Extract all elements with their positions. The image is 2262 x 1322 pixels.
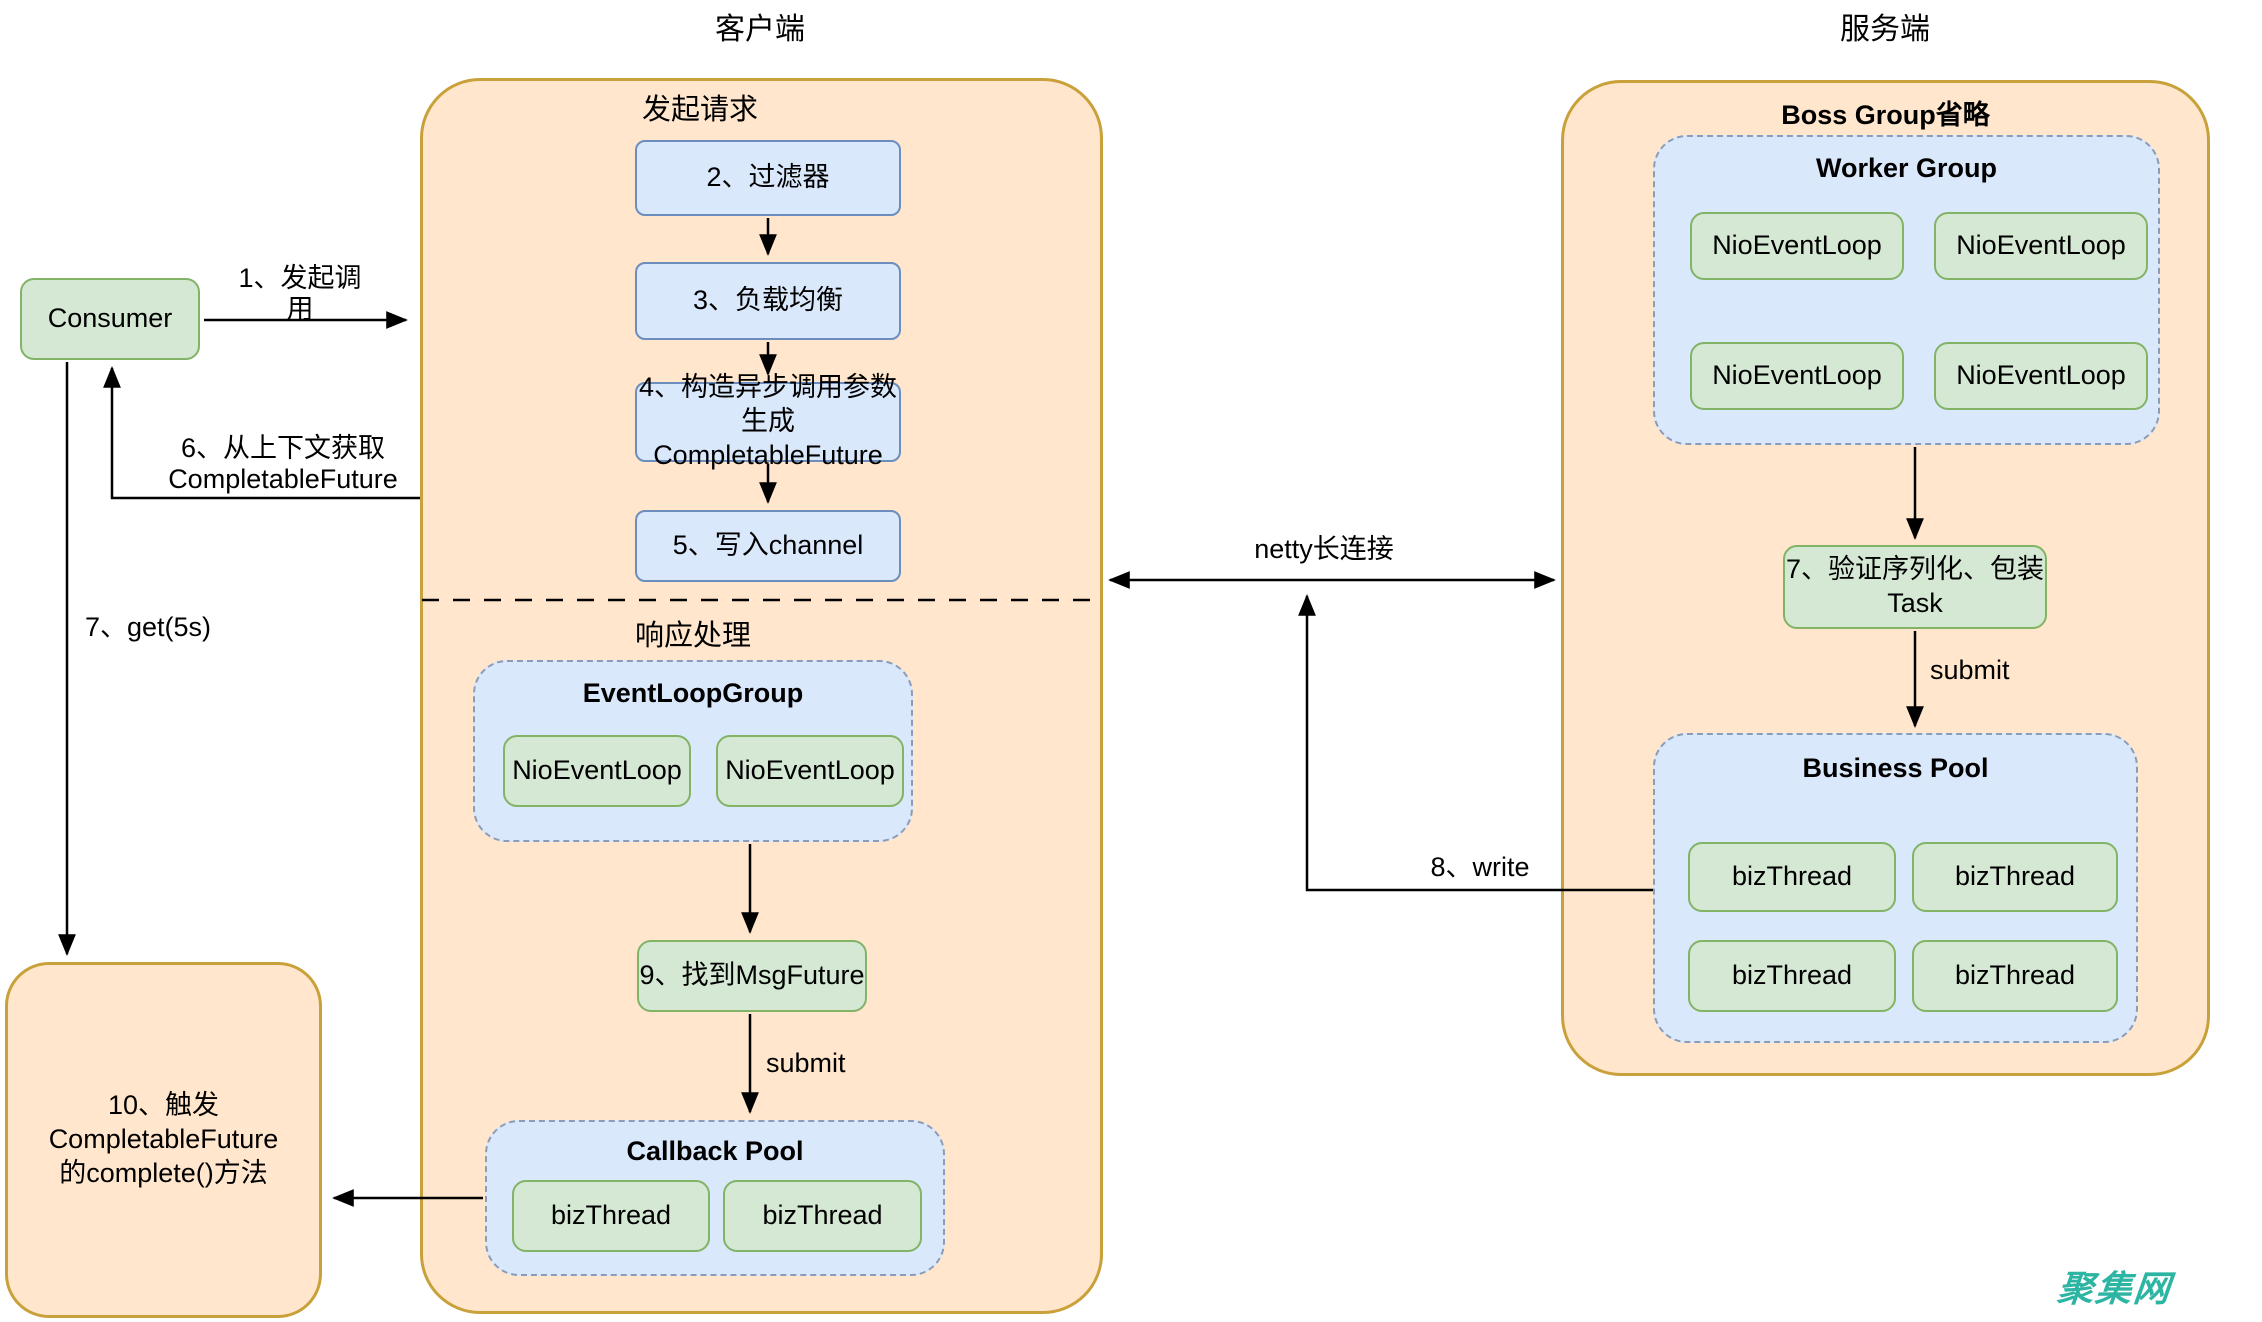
nio-event-loop-node: NioEventLoop	[503, 735, 691, 807]
nio-event-loop-node: NioEventLoop	[1934, 342, 2148, 410]
client-submit-label: submit	[766, 1048, 846, 1078]
node-step3-load-balance: 3、负载均衡	[635, 262, 901, 340]
biz-thread-node: bizThread	[512, 1180, 710, 1252]
server-title: 服务端	[1840, 13, 1930, 46]
node-step7-verify-serialize: 7、验证序列化、包装 Task	[1783, 545, 2047, 629]
node-step9-find-msgfuture: 9、找到MsgFuture	[637, 940, 867, 1012]
event-loop-group-title: EventLoopGroup	[582, 678, 804, 708]
edge-label-netty-connection: netty长连接	[1254, 534, 1394, 565]
nio-event-loop-node: NioEventLoop	[1690, 212, 1904, 280]
biz-thread-node: bizThread	[1912, 940, 2118, 1012]
node-step4-build-async-params: 4、构造异步调用参数 生成CompletableFuture	[635, 372, 901, 470]
node-step2-filter: 2、过滤器	[635, 140, 901, 216]
biz-thread-node: bizThread	[723, 1180, 922, 1252]
nio-event-loop-node: NioEventLoop	[1690, 342, 1904, 410]
callback-pool-title: Callback Pool	[626, 1136, 804, 1166]
client-response-section-label: 响应处理	[634, 620, 751, 652]
nio-event-loop-node: NioEventLoop	[716, 735, 904, 807]
biz-thread-node: bizThread	[1688, 940, 1896, 1012]
business-pool-title: Business Pool	[1802, 753, 1989, 783]
node-step5-write-channel: 5、写入channel	[635, 510, 901, 582]
biz-thread-node: bizThread	[1912, 842, 2118, 912]
client-title: 客户端	[715, 13, 805, 46]
edge-label-1-invoke: 1、发起调用	[238, 262, 362, 324]
client-request-section-label: 发起请求	[641, 94, 758, 126]
edge-label-7-get5s: 7、get(5s)	[85, 612, 212, 642]
nio-event-loop-node: NioEventLoop	[1934, 212, 2148, 280]
server-submit-label: submit	[1930, 655, 2010, 685]
worker-group-title: Worker Group	[1815, 153, 1998, 183]
boss-group-title: Boss Group省略	[1781, 100, 1990, 130]
watermark-logo: 聚集网	[2055, 1268, 2174, 1309]
biz-thread-node: bizThread	[1688, 842, 1896, 912]
node-step10-complete-future: 10、触发CompletableFuture 的complete()方法	[5, 962, 322, 1318]
consumer-node: Consumer	[20, 278, 200, 360]
edge-label-8-write: 8、write	[1430, 852, 1530, 883]
edge-label-6-get-from-context: 6、从上下文获取 CompletableFuture	[168, 432, 398, 494]
